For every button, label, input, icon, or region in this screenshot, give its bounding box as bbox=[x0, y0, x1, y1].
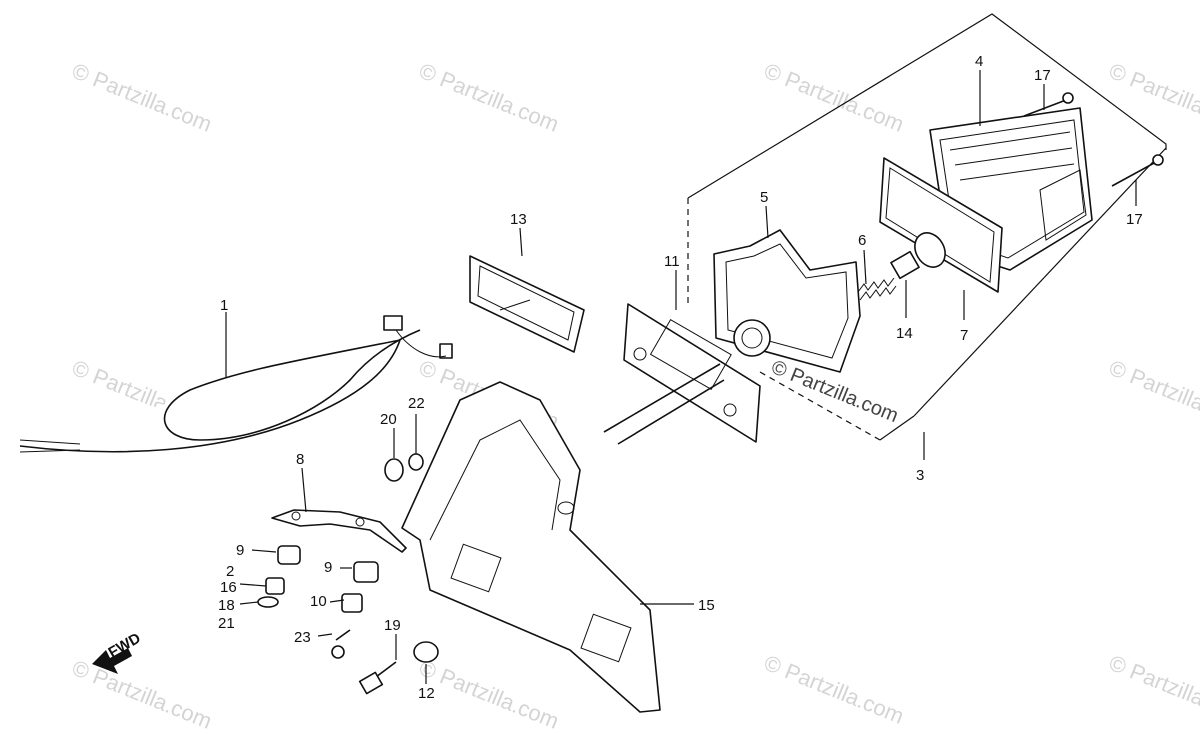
callout-10: 10 bbox=[310, 593, 327, 610]
callout-16: 16 bbox=[220, 579, 237, 596]
grommet-right[interactable] bbox=[353, 561, 379, 583]
callout-6: 6 bbox=[858, 232, 866, 249]
callout-21: 21 bbox=[218, 615, 235, 632]
bolt-19[interactable] bbox=[358, 661, 397, 695]
callout-22: 22 bbox=[408, 395, 425, 412]
callout-20: 20 bbox=[380, 411, 397, 428]
callout-5: 5 bbox=[760, 189, 768, 206]
callout-15: 15 bbox=[698, 597, 715, 614]
lens-gasket-part[interactable] bbox=[879, 157, 1003, 293]
light-case-part[interactable] bbox=[713, 229, 861, 373]
collar-left[interactable] bbox=[265, 577, 285, 595]
callout-13: 13 bbox=[510, 211, 527, 228]
callout-4: 4 bbox=[975, 53, 983, 70]
collar-right[interactable] bbox=[341, 593, 363, 613]
callouts: 1 2 3 4 5 6 7 8 9 9 10 11 12 13 14 15 16… bbox=[218, 53, 1143, 702]
callout-11: 11 bbox=[664, 253, 680, 270]
callout-17-lower: 17 bbox=[1126, 211, 1143, 228]
license-lens-part[interactable] bbox=[469, 255, 585, 353]
nut-20[interactable] bbox=[384, 458, 404, 482]
lens-screw-upper[interactable] bbox=[1023, 92, 1074, 117]
callout-9-left: 9 bbox=[236, 542, 244, 559]
spring-part[interactable] bbox=[857, 277, 897, 301]
callout-18: 18 bbox=[218, 597, 235, 614]
fwd-arrow: FWD bbox=[92, 630, 144, 674]
callout-19: 19 bbox=[384, 617, 401, 634]
washer-left[interactable] bbox=[257, 596, 279, 608]
grommet-left[interactable] bbox=[277, 545, 301, 565]
leader-lines bbox=[225, 70, 1137, 684]
callout-9-right: 9 bbox=[324, 559, 332, 576]
callout-1: 1 bbox=[220, 297, 228, 314]
callout-3: 3 bbox=[916, 467, 924, 484]
mount-plate-part[interactable] bbox=[271, 509, 407, 553]
callout-23: 23 bbox=[294, 629, 311, 646]
callout-8: 8 bbox=[296, 451, 304, 468]
bolt-23[interactable] bbox=[331, 629, 351, 659]
base-plate-part[interactable] bbox=[603, 303, 761, 445]
wire-harness-part[interactable] bbox=[19, 315, 453, 453]
callout-12: 12 bbox=[418, 685, 435, 702]
washer-22[interactable] bbox=[408, 453, 424, 471]
license-bracket-part[interactable] bbox=[401, 381, 661, 713]
bulb-part[interactable] bbox=[890, 227, 951, 280]
tail-light-assembly-outline bbox=[687, 13, 1167, 441]
callout-2: 2 bbox=[226, 563, 234, 580]
callout-17-upper: 17 bbox=[1034, 67, 1051, 84]
lens-screw-lower[interactable] bbox=[1111, 154, 1164, 187]
callout-7: 7 bbox=[960, 327, 968, 344]
nut-12[interactable] bbox=[413, 641, 439, 663]
callout-14: 14 bbox=[896, 325, 913, 342]
